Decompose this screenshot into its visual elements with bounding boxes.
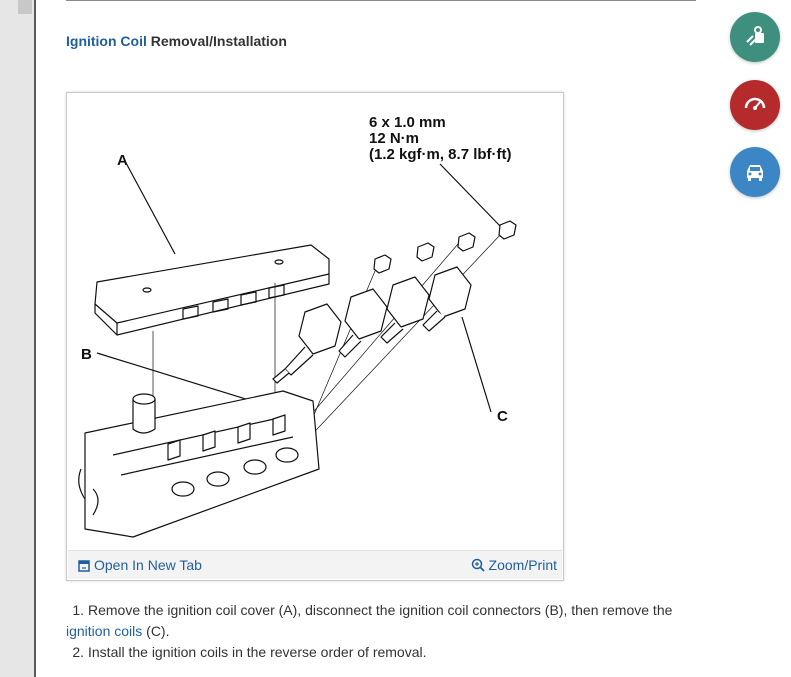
new-tab-icon — [78, 560, 90, 572]
procedure-steps: 1.Remove the ignition coil cover (A), di… — [66, 600, 706, 663]
panel-divider — [34, 0, 36, 677]
step-1: 1.Remove the ignition coil cover (A), di… — [66, 600, 706, 642]
spec-torque-nm: 12 N·m — [369, 130, 419, 147]
ignition-coils-drawing — [272, 266, 472, 384]
open-in-new-tab-link[interactable]: Open In New Tab — [78, 557, 202, 573]
step-number: 2. — [72, 644, 84, 660]
label-a: A — [117, 152, 128, 169]
ignition-coil-diagram: A B C 6 x 1.0 mm 12 N·m (1.2 kgf·m, 8.7 … — [78, 114, 517, 538]
coil-cover-drawing — [94, 244, 330, 336]
figure-footer: Open In New Tab Zoom/Print — [68, 550, 562, 579]
ignition-coils-link[interactable]: ignition coils — [66, 623, 143, 639]
scroll-thumb[interactable] — [18, 0, 32, 14]
bolts-drawing — [373, 220, 517, 274]
step-text: Install the ignition coils in the revers… — [88, 644, 427, 660]
open-in-new-tab-label: Open In New Tab — [94, 557, 202, 573]
left-scrollbar[interactable] — [0, 0, 35, 677]
vehicle-info-button[interactable] — [730, 147, 780, 197]
diagnostic-button[interactable] — [730, 80, 780, 130]
step-number: 1. — [72, 602, 84, 618]
service-info-button[interactable] — [730, 12, 780, 62]
page-title-rest: Removal/Installation — [150, 33, 287, 49]
diagnostic-icon — [744, 97, 766, 110]
zoom-print-link[interactable]: Zoom/Print — [471, 557, 557, 573]
step-suffix: (C). — [146, 623, 170, 639]
spec-thread: 6 x 1.0 mm — [369, 114, 446, 131]
zoom-print-label: Zoom/Print — [488, 557, 557, 573]
ignition-coil-link[interactable]: Ignition Coil — [66, 33, 147, 49]
top-divider — [66, 0, 696, 1]
label-b: B — [81, 346, 92, 363]
page-title: Ignition Coil Removal/Installation — [66, 33, 287, 49]
step-text: Remove the ignition coil cover (A), disc… — [88, 602, 673, 618]
spec-torque-alt: (1.2 kgf·m, 8.7 lbf·ft) — [369, 146, 512, 163]
zoom-in-icon — [471, 558, 485, 572]
engine-head-drawing — [78, 390, 320, 538]
figure-panel: A B C 6 x 1.0 mm 12 N·m (1.2 kgf·m, 8.7 … — [66, 92, 564, 581]
label-c: C — [497, 408, 508, 425]
service-info-icon — [746, 26, 764, 46]
vehicle-info-icon — [747, 165, 763, 181]
step-2: 2.Install the ignition coils in the reve… — [66, 642, 706, 663]
